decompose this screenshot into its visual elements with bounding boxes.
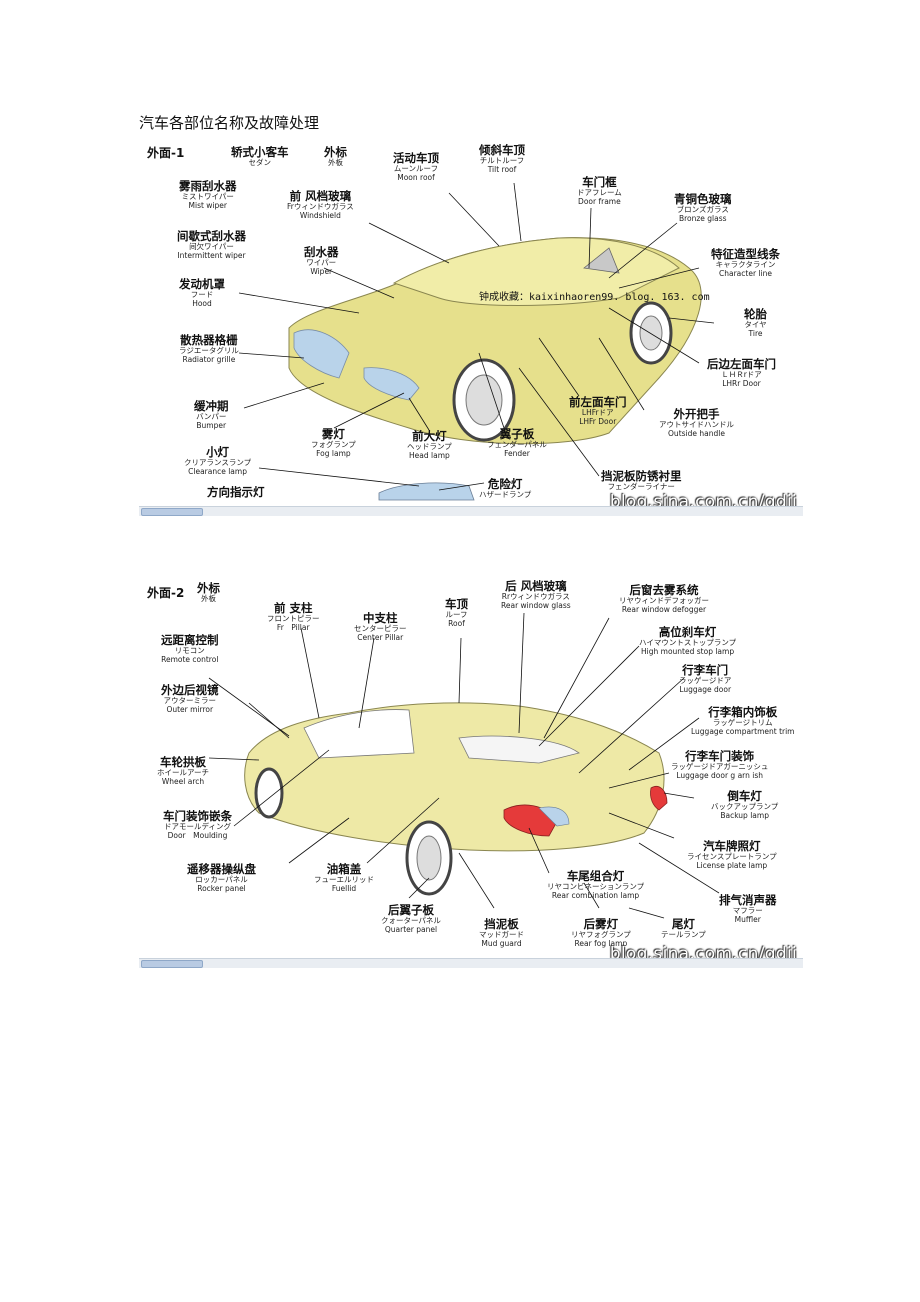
- section-title: 外面-1: [147, 146, 185, 160]
- scrollbar-thumb[interactable]: [141, 960, 203, 968]
- label-outer-panel: 外标外板: [324, 145, 347, 168]
- section-title: 外面-2: [147, 586, 185, 600]
- car-front-illustration: [238, 182, 715, 501]
- scrollbar-thumb[interactable]: [141, 508, 203, 516]
- horizontal-scrollbar[interactable]: [139, 958, 803, 968]
- label-tail-lamp: 尾灯テールランプ: [661, 917, 706, 940]
- label-sedan: 轿式小客车セダン: [231, 145, 289, 168]
- label-hazard-lamp: 危险灯ハザードランプ: [479, 477, 532, 500]
- inline-watermark: 钟成收藏：kaixinhaoren99. blog. 163. com: [479, 292, 710, 303]
- label-turn-signal: 方向指示灯: [207, 485, 265, 499]
- label-fender-liner: 挡泥板防锈衬里フェンダーライナー: [601, 469, 682, 492]
- car-rear-illustration: [208, 612, 720, 919]
- horizontal-scrollbar[interactable]: [139, 506, 803, 516]
- label-outer-panel: 外标外板: [197, 581, 220, 604]
- document-title: 汽车各部位名称及故障处理: [139, 114, 320, 132]
